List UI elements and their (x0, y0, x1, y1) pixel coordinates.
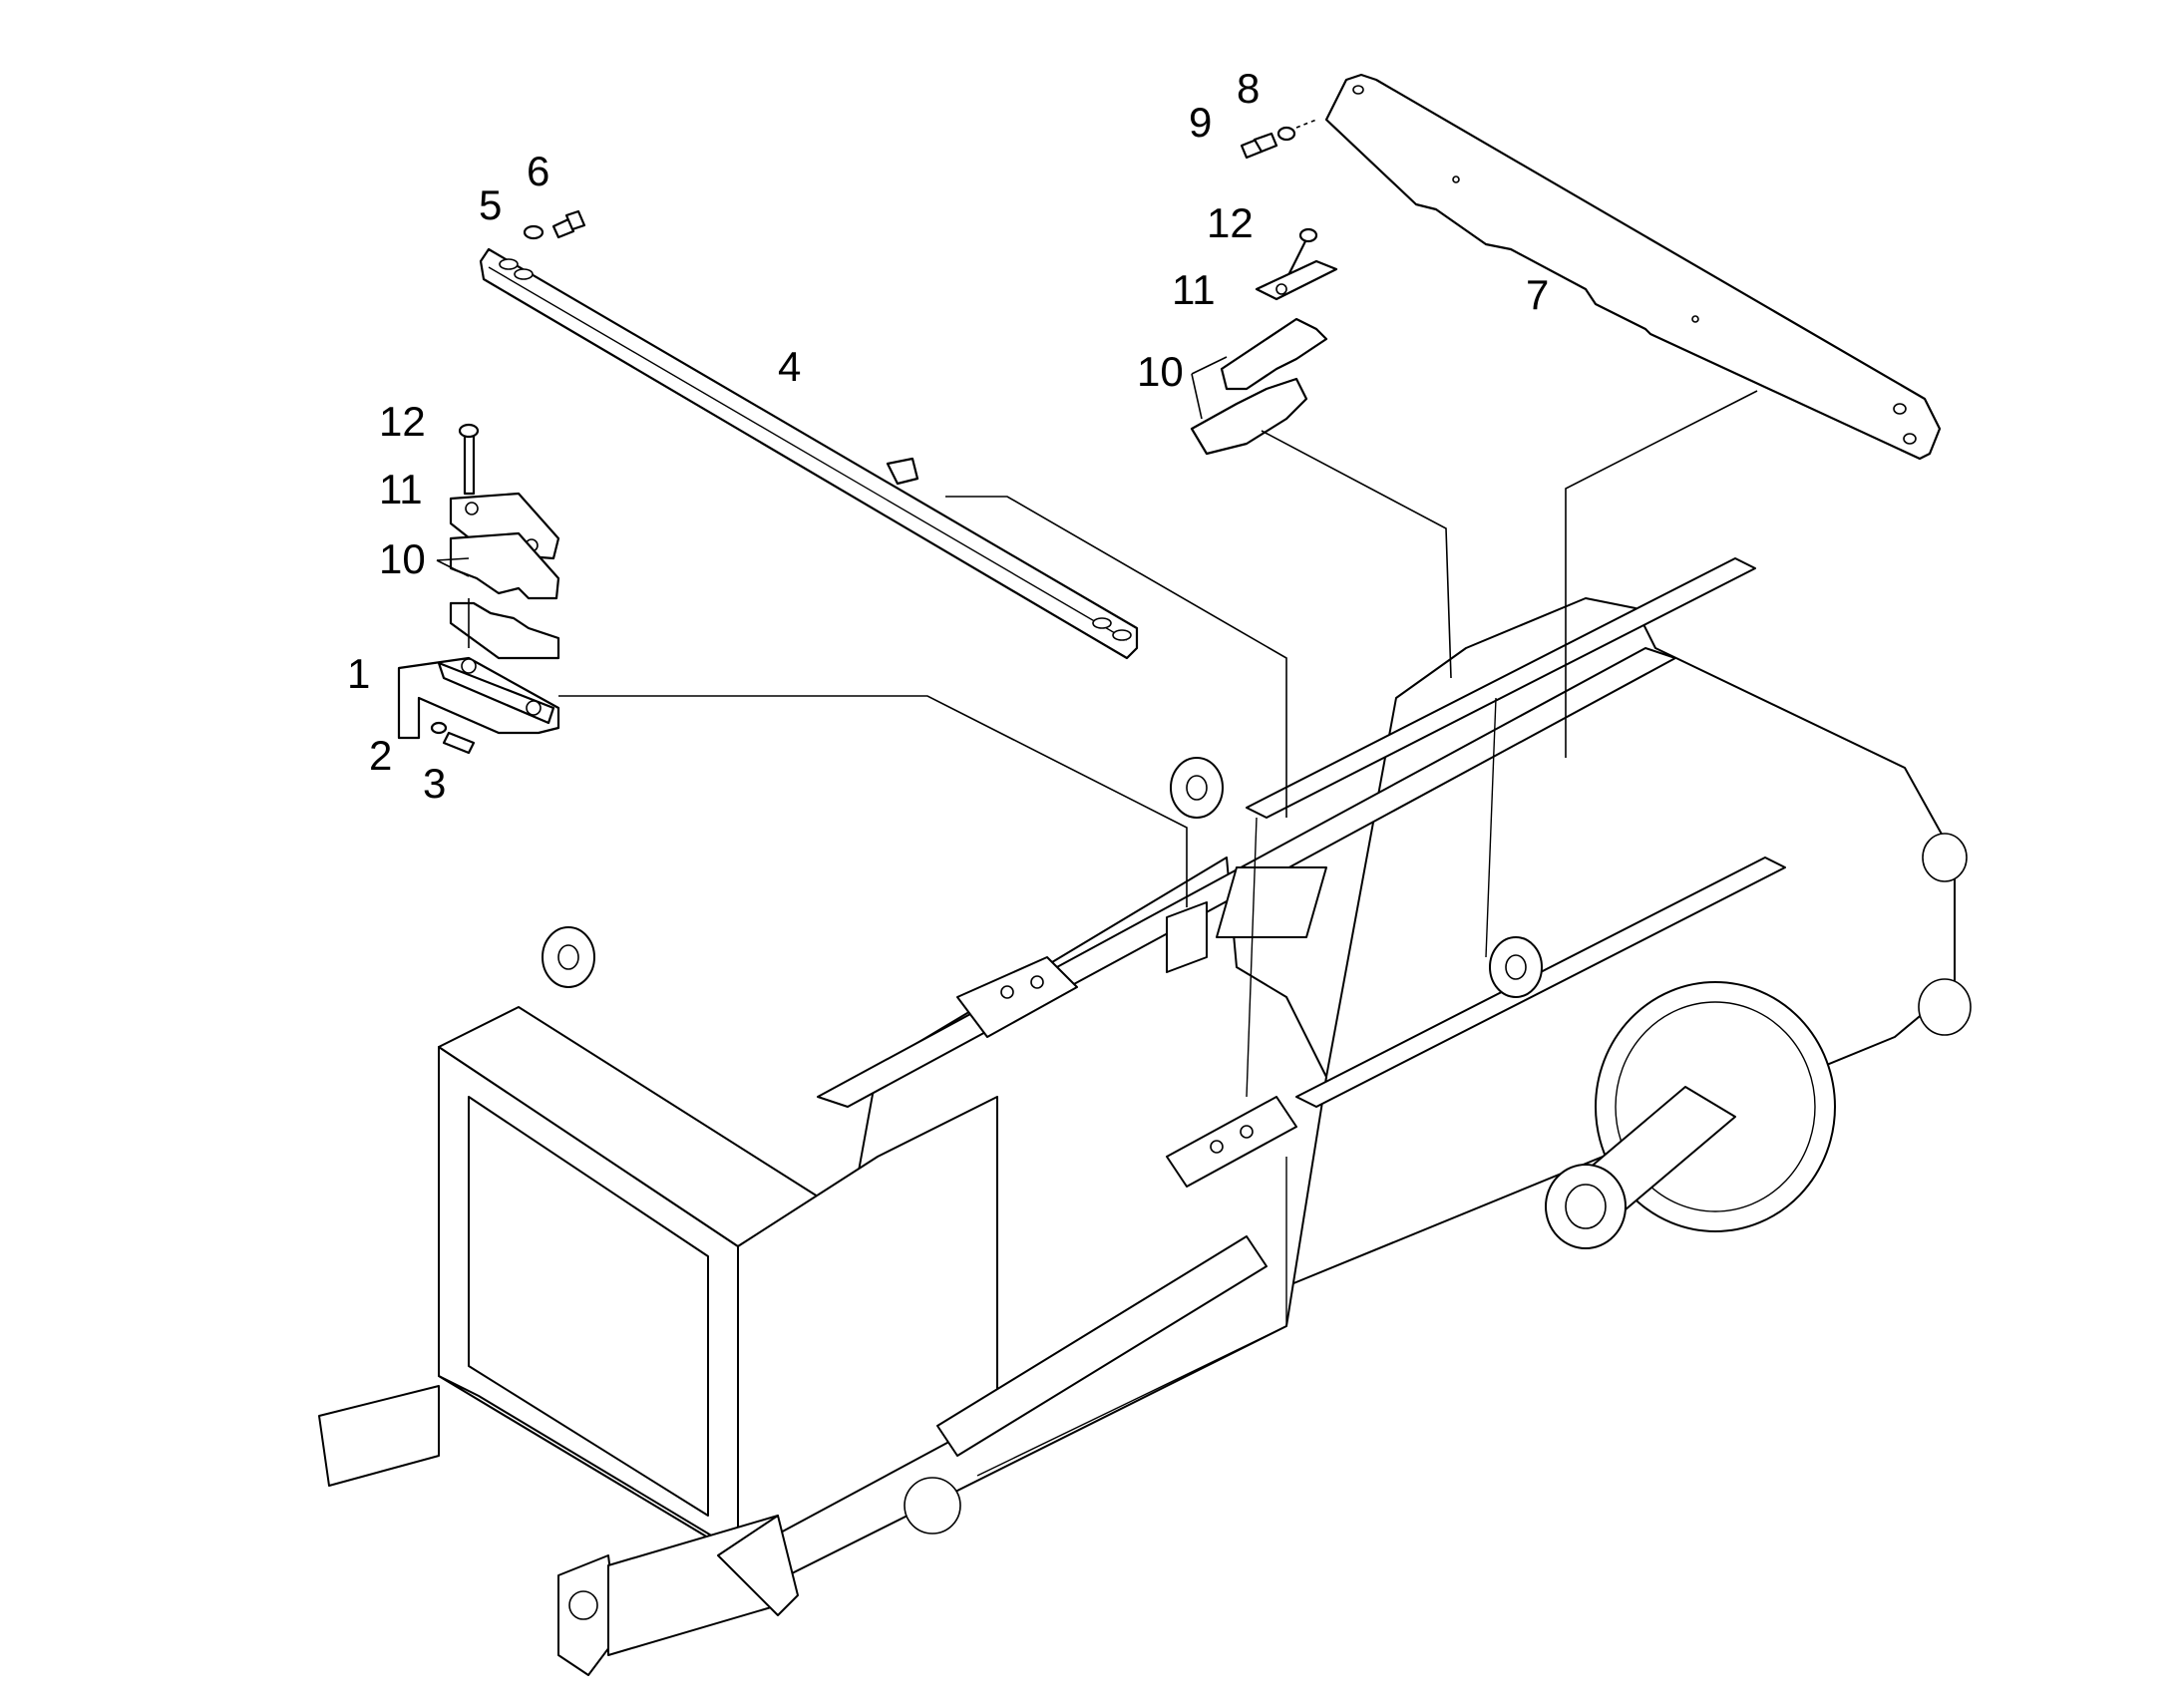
callout-11-left: 11 (379, 466, 423, 512)
leader-lines (558, 390, 1758, 907)
callout-6: 6 (527, 148, 549, 194)
bar-part-7 (1324, 73, 1942, 461)
callout-3: 3 (423, 760, 446, 807)
callout-2: 2 (369, 732, 392, 779)
callout-4: 4 (778, 343, 801, 390)
callout-labels: 1 2 3 4 5 6 7 8 9 10 11 12 10 11 12 (347, 65, 1549, 807)
callout-8: 8 (1237, 65, 1260, 112)
callout-11-right: 11 (1172, 266, 1216, 313)
bolt-washer-5-6 (523, 209, 586, 240)
clamp-assembly-right (1190, 227, 1338, 456)
callout-10-right: 10 (1137, 348, 1184, 395)
callout-10-left: 10 (379, 535, 426, 582)
chassis-frame (318, 557, 1972, 1676)
callout-5: 5 (479, 181, 502, 228)
bolt-washer-8-9 (1240, 119, 1317, 160)
clamp-assembly-left (397, 423, 560, 755)
callout-12-left: 12 (379, 398, 426, 445)
callout-1: 1 (347, 650, 370, 697)
bar-part-4 (479, 247, 1139, 660)
callout-12-right: 12 (1207, 199, 1254, 246)
callout-7: 7 (1526, 271, 1549, 318)
callout-9: 9 (1189, 99, 1212, 146)
